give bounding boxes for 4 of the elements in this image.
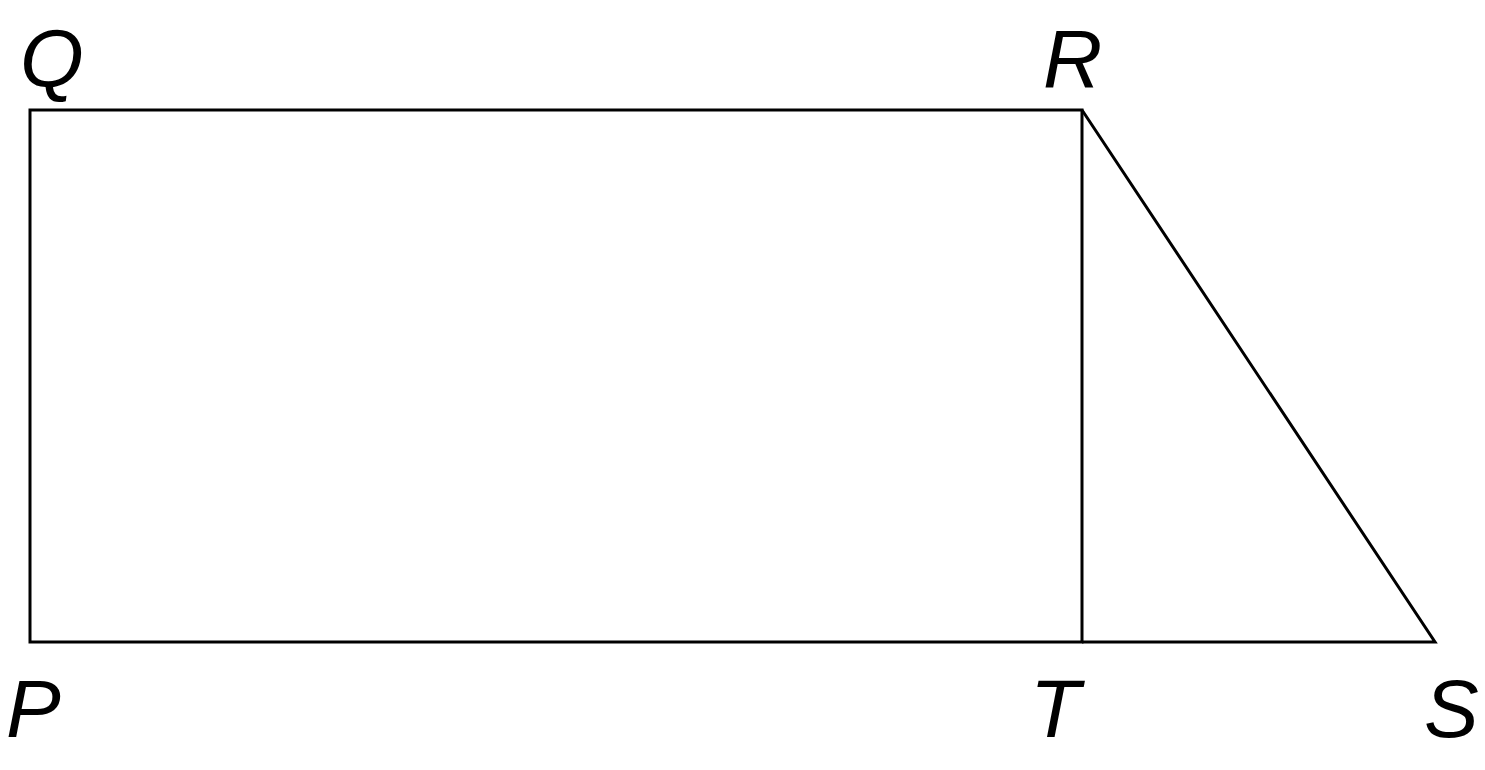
vertex-label: S	[1424, 668, 1479, 750]
vertex-label: R	[1043, 18, 1103, 100]
vertex-label: P	[6, 668, 61, 750]
vertex-label: Q	[20, 18, 84, 100]
